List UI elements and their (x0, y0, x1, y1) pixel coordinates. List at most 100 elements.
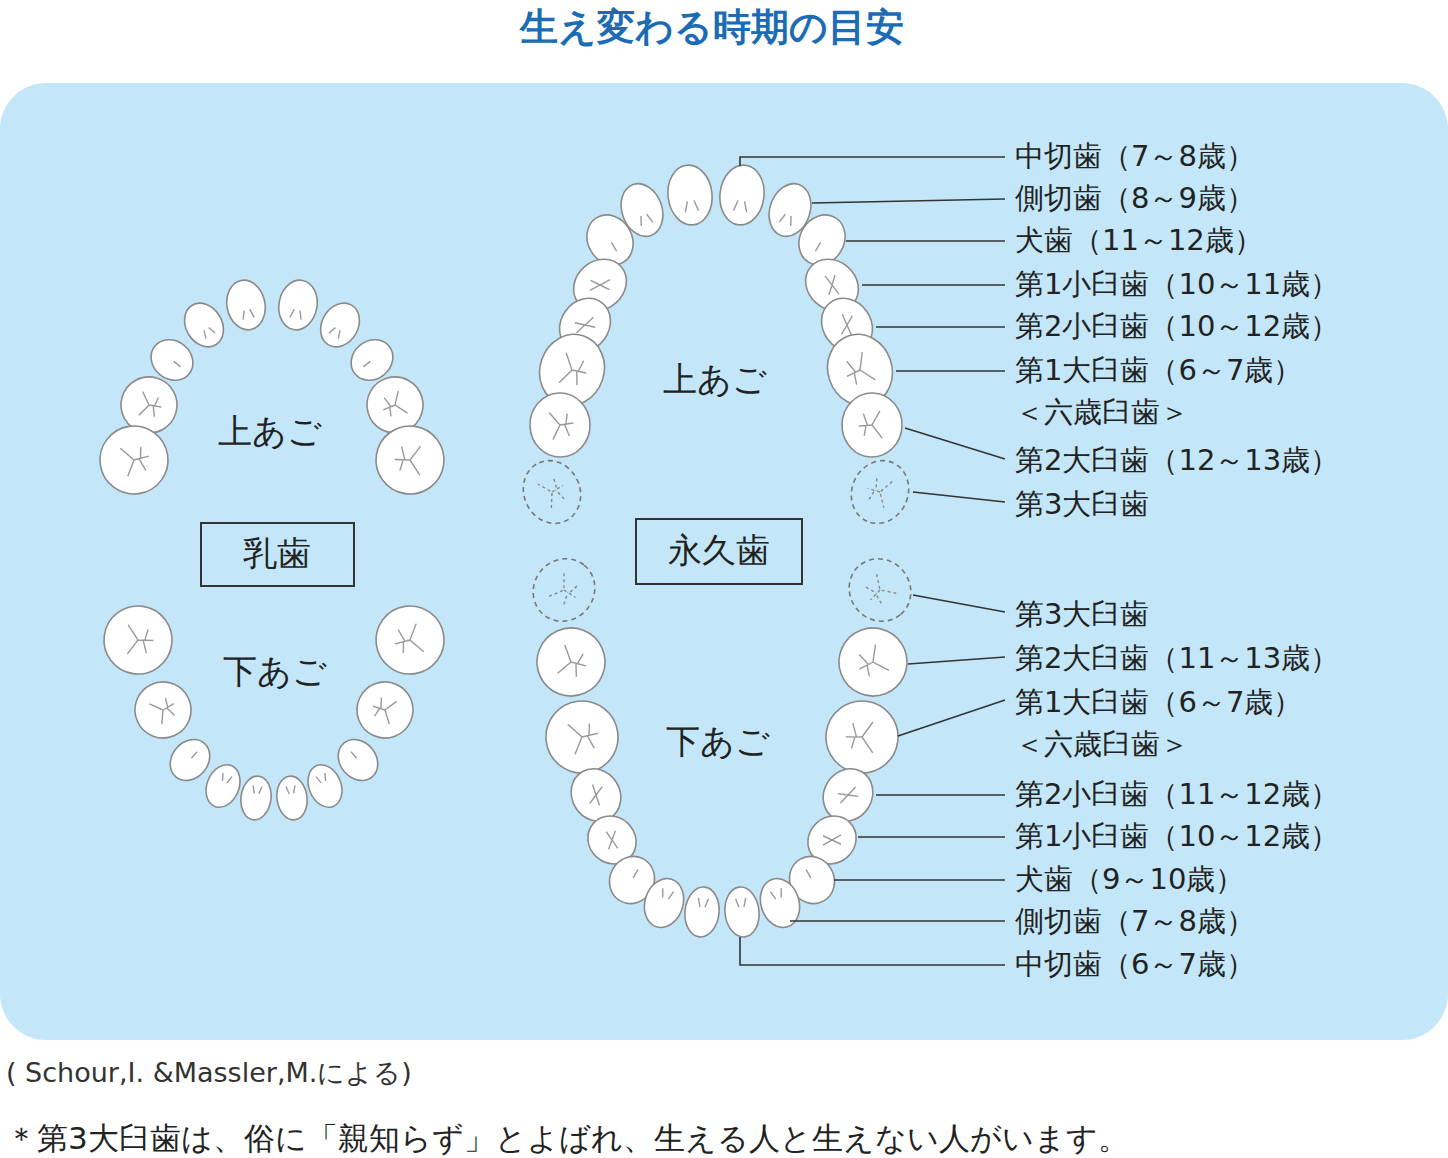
tooth-groove (351, 752, 357, 759)
tooth-outline (723, 885, 762, 938)
leader-line (896, 370, 1005, 372)
tooth-outline (513, 451, 590, 532)
tooth-groove (818, 826, 845, 853)
tooth-outline (527, 618, 615, 706)
tooth-shape (683, 885, 722, 938)
tooth-shape (542, 697, 622, 777)
tooth-groove (363, 361, 370, 367)
leader-line (790, 920, 1005, 922)
tooth-label: 第2小臼歯（11～12歳） (1015, 779, 1339, 811)
tooth-groove (585, 270, 615, 299)
tooth-outline (665, 163, 716, 228)
jaw-label: 下あご (666, 723, 770, 760)
tooth-groove (549, 412, 574, 440)
tooth-groove (369, 693, 399, 724)
tooth-groove (556, 353, 590, 390)
tooth-groove (290, 309, 303, 320)
tooth-shape (665, 163, 716, 228)
tooth-groove (568, 721, 600, 755)
tooth-groove (863, 474, 894, 508)
tooth-groove (684, 200, 698, 212)
tooth-groove (220, 773, 232, 784)
tooth-shape (99, 601, 176, 678)
tooth-groove (734, 200, 748, 212)
tooth-shape (275, 277, 321, 333)
tooth-label: 側切歯（8～9歳） (1015, 183, 1255, 215)
jaw-label: 上あご (218, 413, 322, 450)
tooth-label: 第1小臼歯（10～12歳） (1015, 821, 1339, 853)
tooth-label: 第2大臼歯（11～13歳） (1015, 643, 1339, 675)
tooth-outline (717, 163, 768, 228)
tooth-outline (96, 422, 173, 499)
tooth-groove (779, 213, 793, 226)
tooth-outline (521, 546, 608, 634)
tooth-outline (829, 618, 917, 706)
tooth-shape (302, 760, 348, 813)
wisdom-tooth-outline (837, 546, 924, 634)
tooth-shape (638, 873, 689, 932)
tooth-shape (371, 421, 448, 498)
tooth-outline (302, 760, 348, 813)
tooth-outline (822, 697, 902, 777)
tooth-label: 第1大臼歯（6～7歳） (1015, 687, 1302, 719)
tooth-shape (348, 673, 422, 747)
leader-line (740, 937, 1005, 965)
leader-line (913, 492, 1005, 502)
tooth-groove (660, 888, 674, 900)
tooth-outline (222, 277, 269, 333)
tooth-outline (371, 421, 448, 498)
label-box: 永久歯 (635, 518, 803, 585)
tooth-outline (275, 277, 321, 333)
box-label: 乳歯 (243, 535, 311, 572)
tooth-groove (120, 444, 151, 476)
leader-line (908, 657, 1005, 664)
tooth-label: 第1小臼歯（10～11歳） (1015, 269, 1339, 301)
tooth-groove (329, 326, 342, 338)
tooth-shape (829, 618, 917, 706)
tooth-label: 第1大臼歯（6～7歳） (1015, 355, 1302, 387)
tooth-groove (202, 326, 215, 338)
tooth-outline (371, 601, 448, 678)
tooth-outline (683, 885, 722, 938)
leader-line (876, 326, 1005, 328)
tooth-groove (538, 475, 569, 509)
tooth-shape (529, 392, 591, 458)
tooth-shape (841, 392, 903, 458)
tooth-groove (841, 351, 875, 388)
tooth-note: ＜六歳臼歯＞ (1015, 397, 1189, 429)
tooth-shape (822, 697, 902, 777)
tooth-groove (252, 785, 262, 794)
tooth-outline (529, 392, 591, 458)
tooth-groove (598, 826, 625, 853)
tooth-groove (817, 270, 847, 299)
tooth-groove (393, 443, 424, 476)
tooth-groove (582, 781, 610, 809)
tooth-groove (806, 870, 811, 878)
tooth-shape (126, 673, 200, 747)
leader-line (834, 879, 1005, 881)
wisdom-tooth-outline (841, 451, 918, 532)
tooth-groove (638, 213, 652, 226)
tooth-label: 側切歯（7～8歳） (1015, 906, 1255, 938)
tooth-shape (200, 760, 246, 813)
tooth-groove (844, 719, 876, 753)
tooth-label: 第3大臼歯 (1015, 489, 1149, 521)
tooth-outline (638, 873, 689, 932)
leader-line (898, 700, 1005, 736)
wisdom-tooth-outline (513, 451, 590, 532)
tooth-outline (238, 774, 273, 822)
tooth-groove (149, 695, 179, 726)
tooth-outline (837, 546, 924, 634)
label-box: 乳歯 (200, 522, 355, 587)
tooth-label: 犬歯（9～10歳） (1015, 864, 1244, 896)
tooth-groove (393, 623, 424, 656)
tooth-groove (815, 242, 820, 251)
tooth-groove (136, 392, 164, 421)
tooth-label: 犬歯（11～12歳） (1015, 225, 1263, 257)
tooth-label: 第2小臼歯（10～12歳） (1015, 311, 1339, 343)
leader-line (812, 199, 1005, 203)
leader-line (862, 284, 1005, 286)
tooth-shape (96, 422, 173, 499)
